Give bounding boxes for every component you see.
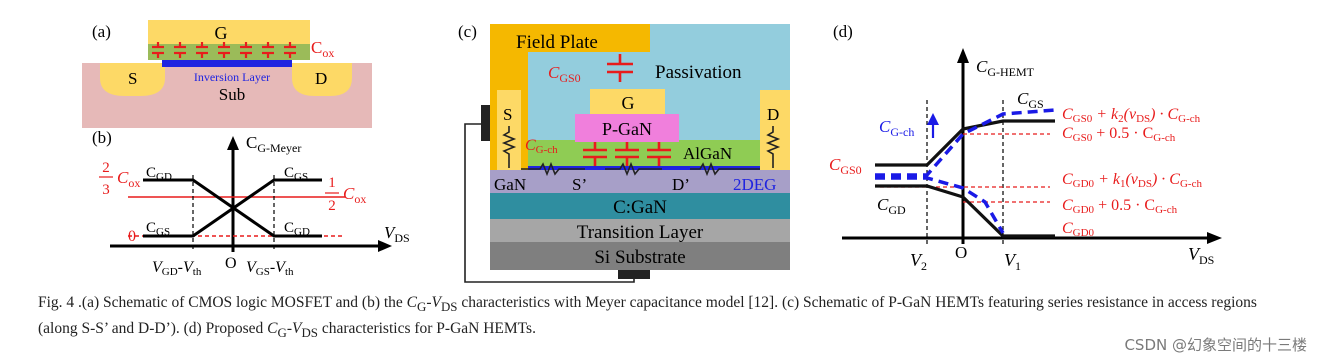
- transition-label: Transition Layer: [577, 222, 704, 243]
- x-axis-arrow: [378, 240, 392, 252]
- cgs0-label: CGS0: [548, 63, 581, 85]
- cgs-right-label: CGS: [284, 165, 308, 183]
- dashed-cv-curves: [875, 108, 1056, 234]
- cgs-label: CGS: [1017, 89, 1044, 111]
- x-axis-arrow: [1207, 232, 1222, 244]
- drain-label: D: [767, 105, 779, 124]
- substrate-contact: [618, 270, 650, 279]
- svg-text:2: 2: [102, 160, 110, 176]
- cgs0-label: CGS0: [829, 155, 862, 177]
- inversion-layer-label: Inversion Layer: [194, 70, 270, 84]
- gate-label: G: [215, 23, 228, 43]
- svg-text:1: 1: [328, 175, 336, 191]
- source-substrate-wire: [464, 123, 635, 283]
- algan-label: AlGaN: [683, 144, 732, 163]
- v1-label: V1: [1004, 250, 1021, 273]
- gate-metal: [590, 89, 665, 114]
- svg-text:Cox: Cox: [117, 168, 140, 190]
- solid-cv-curves: [875, 119, 1055, 238]
- origin-label: O: [955, 243, 967, 262]
- panel-c: (c): [458, 22, 790, 283]
- cgan-layer: [490, 193, 790, 219]
- cgch-arrow-head: [927, 113, 939, 125]
- cgs-left-label: CGS: [146, 220, 170, 238]
- inversion-channel: [162, 60, 292, 67]
- csdn-watermark: CSDN @幻​象​空​间​的​十​三​楼: [1124, 336, 1307, 354]
- meyer-curves: [143, 178, 322, 238]
- origin-label: O: [225, 255, 237, 272]
- fraction-two-thirds-cox: 2 3 Cox: [99, 160, 140, 198]
- drain-contact: [760, 90, 790, 170]
- gan-label: GaN: [494, 175, 526, 194]
- cgd-right-label: CGD: [284, 220, 310, 238]
- svg-text:2: 2: [328, 198, 336, 214]
- s-prime-label: S’: [572, 175, 587, 194]
- si-substrate-layer: [490, 242, 790, 270]
- cgd-left-label: CGD: [146, 165, 172, 183]
- gate-channel-capacitors: [583, 142, 671, 166]
- pgan-layer: [575, 114, 679, 142]
- panel-a-label: (a): [92, 22, 111, 41]
- 2deg-channel: [528, 166, 760, 170]
- y-axis-label: CG-Meyer: [246, 133, 301, 155]
- eq-cgs0-k2: CGS0 + k2(vDS) · CG-ch: [1062, 106, 1201, 125]
- y-axis-arrow: [227, 136, 239, 150]
- svg-text:Cox: Cox: [343, 184, 366, 206]
- panel-b: (b) CG-Meyer VDS CGD CGS CGS CGD 2 3 Cox…: [92, 128, 410, 278]
- gate-block: [148, 20, 310, 48]
- field-plate-label: Field Plate: [516, 32, 598, 53]
- x-axis-label: VDS: [1188, 244, 1214, 267]
- panel-d: (d) CG-HEMT VDS CG-ch CGS: [829, 22, 1222, 273]
- vgd-vth-label: VGD-Vth: [152, 259, 202, 278]
- y-axis-arrow: [957, 48, 969, 63]
- source-label: S: [503, 105, 512, 124]
- pgan-label: P-GaN: [602, 119, 652, 139]
- cgd-label: CGD: [877, 195, 906, 217]
- cgs0-capacitor: [607, 54, 633, 82]
- x-axis-label: VDS: [384, 223, 410, 245]
- cgch-label: CG-ch: [879, 117, 914, 139]
- y-axis-label: CG-HEMT: [976, 57, 1035, 79]
- cgan-label: C:GaN: [613, 197, 667, 218]
- passivation-label: Passivation: [655, 62, 742, 83]
- algan-layer: [528, 140, 760, 166]
- substrate-label: Sub: [219, 85, 245, 104]
- equation-labels: CGS0 + k2(vDS) · CG-ch CGS0 + 0.5 · CG-c…: [1062, 106, 1202, 239]
- v2-label: V2: [910, 250, 927, 273]
- drain-label: D: [315, 69, 327, 88]
- si-substrate-label: Si Substrate: [594, 247, 685, 268]
- fraction-one-half-cox: 1 2 Cox: [325, 175, 366, 214]
- gan-layer: [490, 170, 790, 193]
- zero-label: 0: [128, 228, 136, 245]
- d-prime-label: D’: [672, 175, 690, 194]
- eq-cgd0-half: CGD0 + 0.5 · CG-ch: [1062, 197, 1178, 216]
- cgch-label: CG-ch: [525, 137, 558, 156]
- drain-well: [292, 63, 352, 96]
- access-resistors: [501, 126, 781, 177]
- red-reference-lines: [880, 133, 1050, 203]
- eq-cgd0: CGD0: [1062, 220, 1095, 239]
- panel-a: (a) G Cox S D Inversion Layer Sub: [82, 20, 372, 128]
- 2deg-label: 2DEG: [733, 175, 776, 194]
- figure-caption: Fig. 4 .(a) Schematic of CMOS logic MOSF…: [38, 294, 1257, 341]
- oxide-capacitor-array: [152, 42, 296, 58]
- cox-label: Cox: [311, 38, 334, 60]
- panel-c-label: (c): [458, 22, 477, 41]
- source-label: S: [128, 69, 137, 88]
- gate-label: G: [622, 93, 635, 113]
- source-terminal: [481, 105, 490, 141]
- panel-d-label: (d): [833, 22, 853, 41]
- eq-cgd0-k1: CGD0 + k1(vDS) · CG-ch: [1062, 171, 1202, 190]
- svg-text:3: 3: [102, 182, 110, 198]
- source-well: [100, 63, 165, 96]
- eq-cgs0-half: CGS0 + 0.5 · CG-ch: [1062, 125, 1176, 144]
- vgs-vth-label: VGS-Vth: [246, 259, 294, 278]
- panel-b-label: (b): [92, 128, 112, 147]
- transition-layer: [490, 219, 790, 242]
